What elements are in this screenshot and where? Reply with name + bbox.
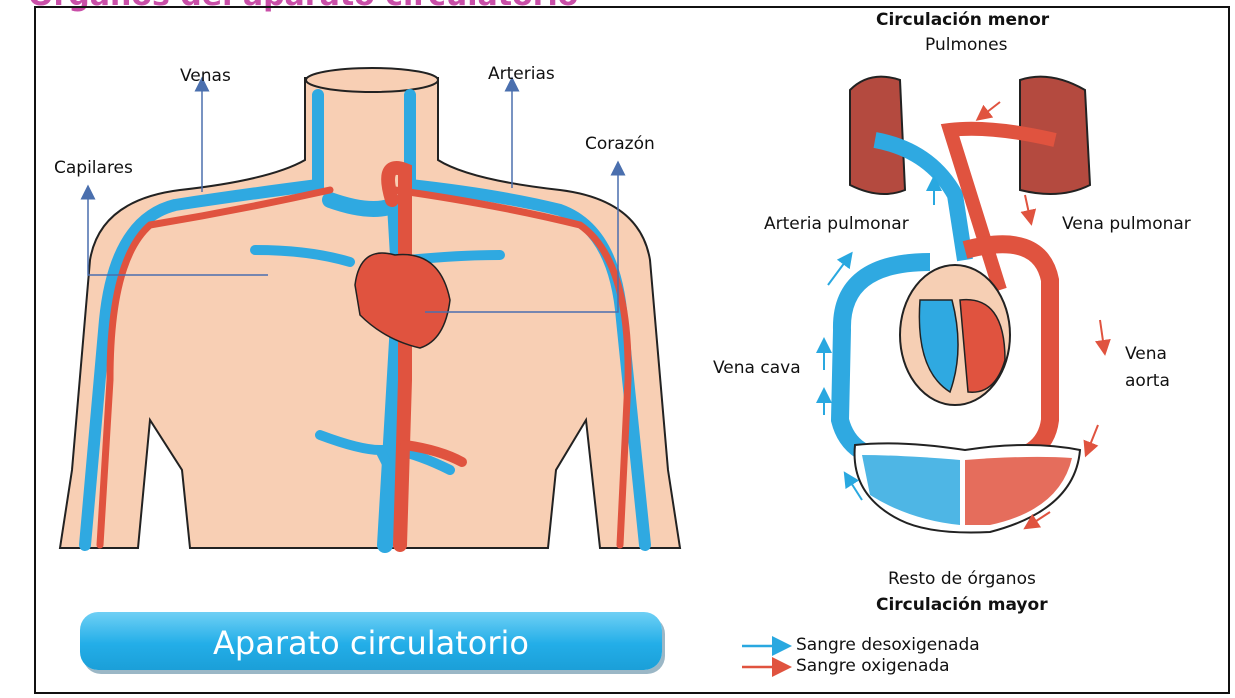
flow-arrow-blue-1 <box>828 258 848 285</box>
banner-label: Aparato circulatorio <box>80 624 662 662</box>
label-circulacion-mayor: Circulación mayor <box>876 597 1048 614</box>
circulation-diagram <box>824 77 1104 533</box>
label-vena-cava: Vena cava <box>713 360 801 377</box>
title-banner: Aparato circulatorio <box>80 612 662 670</box>
label-circulacion-menor: Circulación menor <box>876 12 1049 29</box>
label-vena-pulmonar: Vena pulmonar <box>1062 216 1191 233</box>
flow-arrow-red-1 <box>982 102 1000 116</box>
label-vena-aorta-line1: Vena <box>1125 346 1167 363</box>
label-pulmones: Pulmones <box>925 37 1008 54</box>
label-resto-organos: Resto de órganos <box>888 571 1036 588</box>
flow-arrow-red-2 <box>1025 195 1030 218</box>
legend-label-deoxygenated: Sangre desoxigenada <box>796 637 980 654</box>
label-arteria-pulmonar: Arteria pulmonar <box>764 216 909 233</box>
flow-arrow-red-3 <box>1100 320 1104 348</box>
label-vena-aorta-line2: aorta <box>1125 373 1170 390</box>
label-arterias: Arterias <box>488 66 555 83</box>
neck-top <box>306 68 438 92</box>
label-corazon: Corazón <box>585 136 655 153</box>
flow-arrow-red-4 <box>1088 425 1098 450</box>
label-capilares: Capilares <box>54 160 133 177</box>
label-venas: Venas <box>180 68 231 85</box>
legend-label-oxygenated: Sangre oxigenada <box>796 658 950 675</box>
